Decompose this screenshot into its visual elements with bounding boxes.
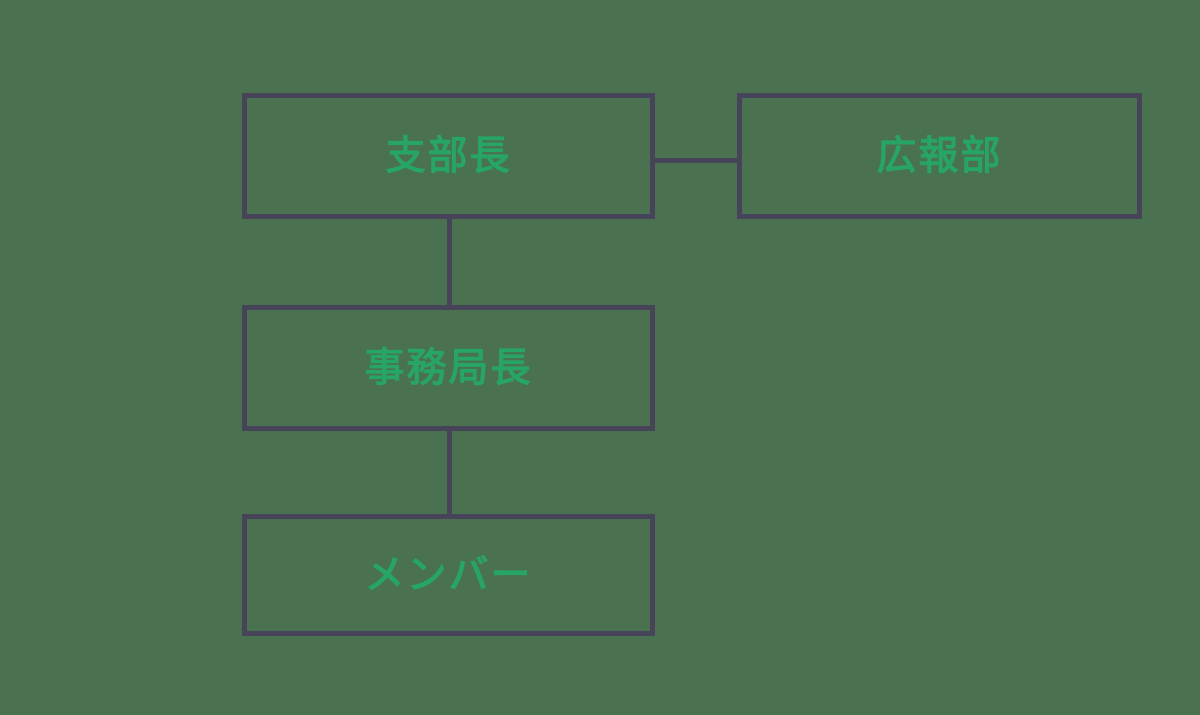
node-pr-department-label: 広報部 [876,134,1003,178]
node-secretariat-head: 事務局長 [242,305,655,431]
node-members-label: メンバー [364,553,533,597]
node-branch-head: 支部長 [242,93,655,219]
connector-branch-to-secretariat [447,217,452,307]
connector-branch-to-pr [653,158,739,163]
node-pr-department: 広報部 [737,93,1142,219]
node-secretariat-head-label: 事務局長 [364,346,533,390]
node-branch-head-label: 支部長 [385,134,512,178]
connector-secretariat-to-members [447,429,452,516]
node-members: メンバー [242,514,655,636]
